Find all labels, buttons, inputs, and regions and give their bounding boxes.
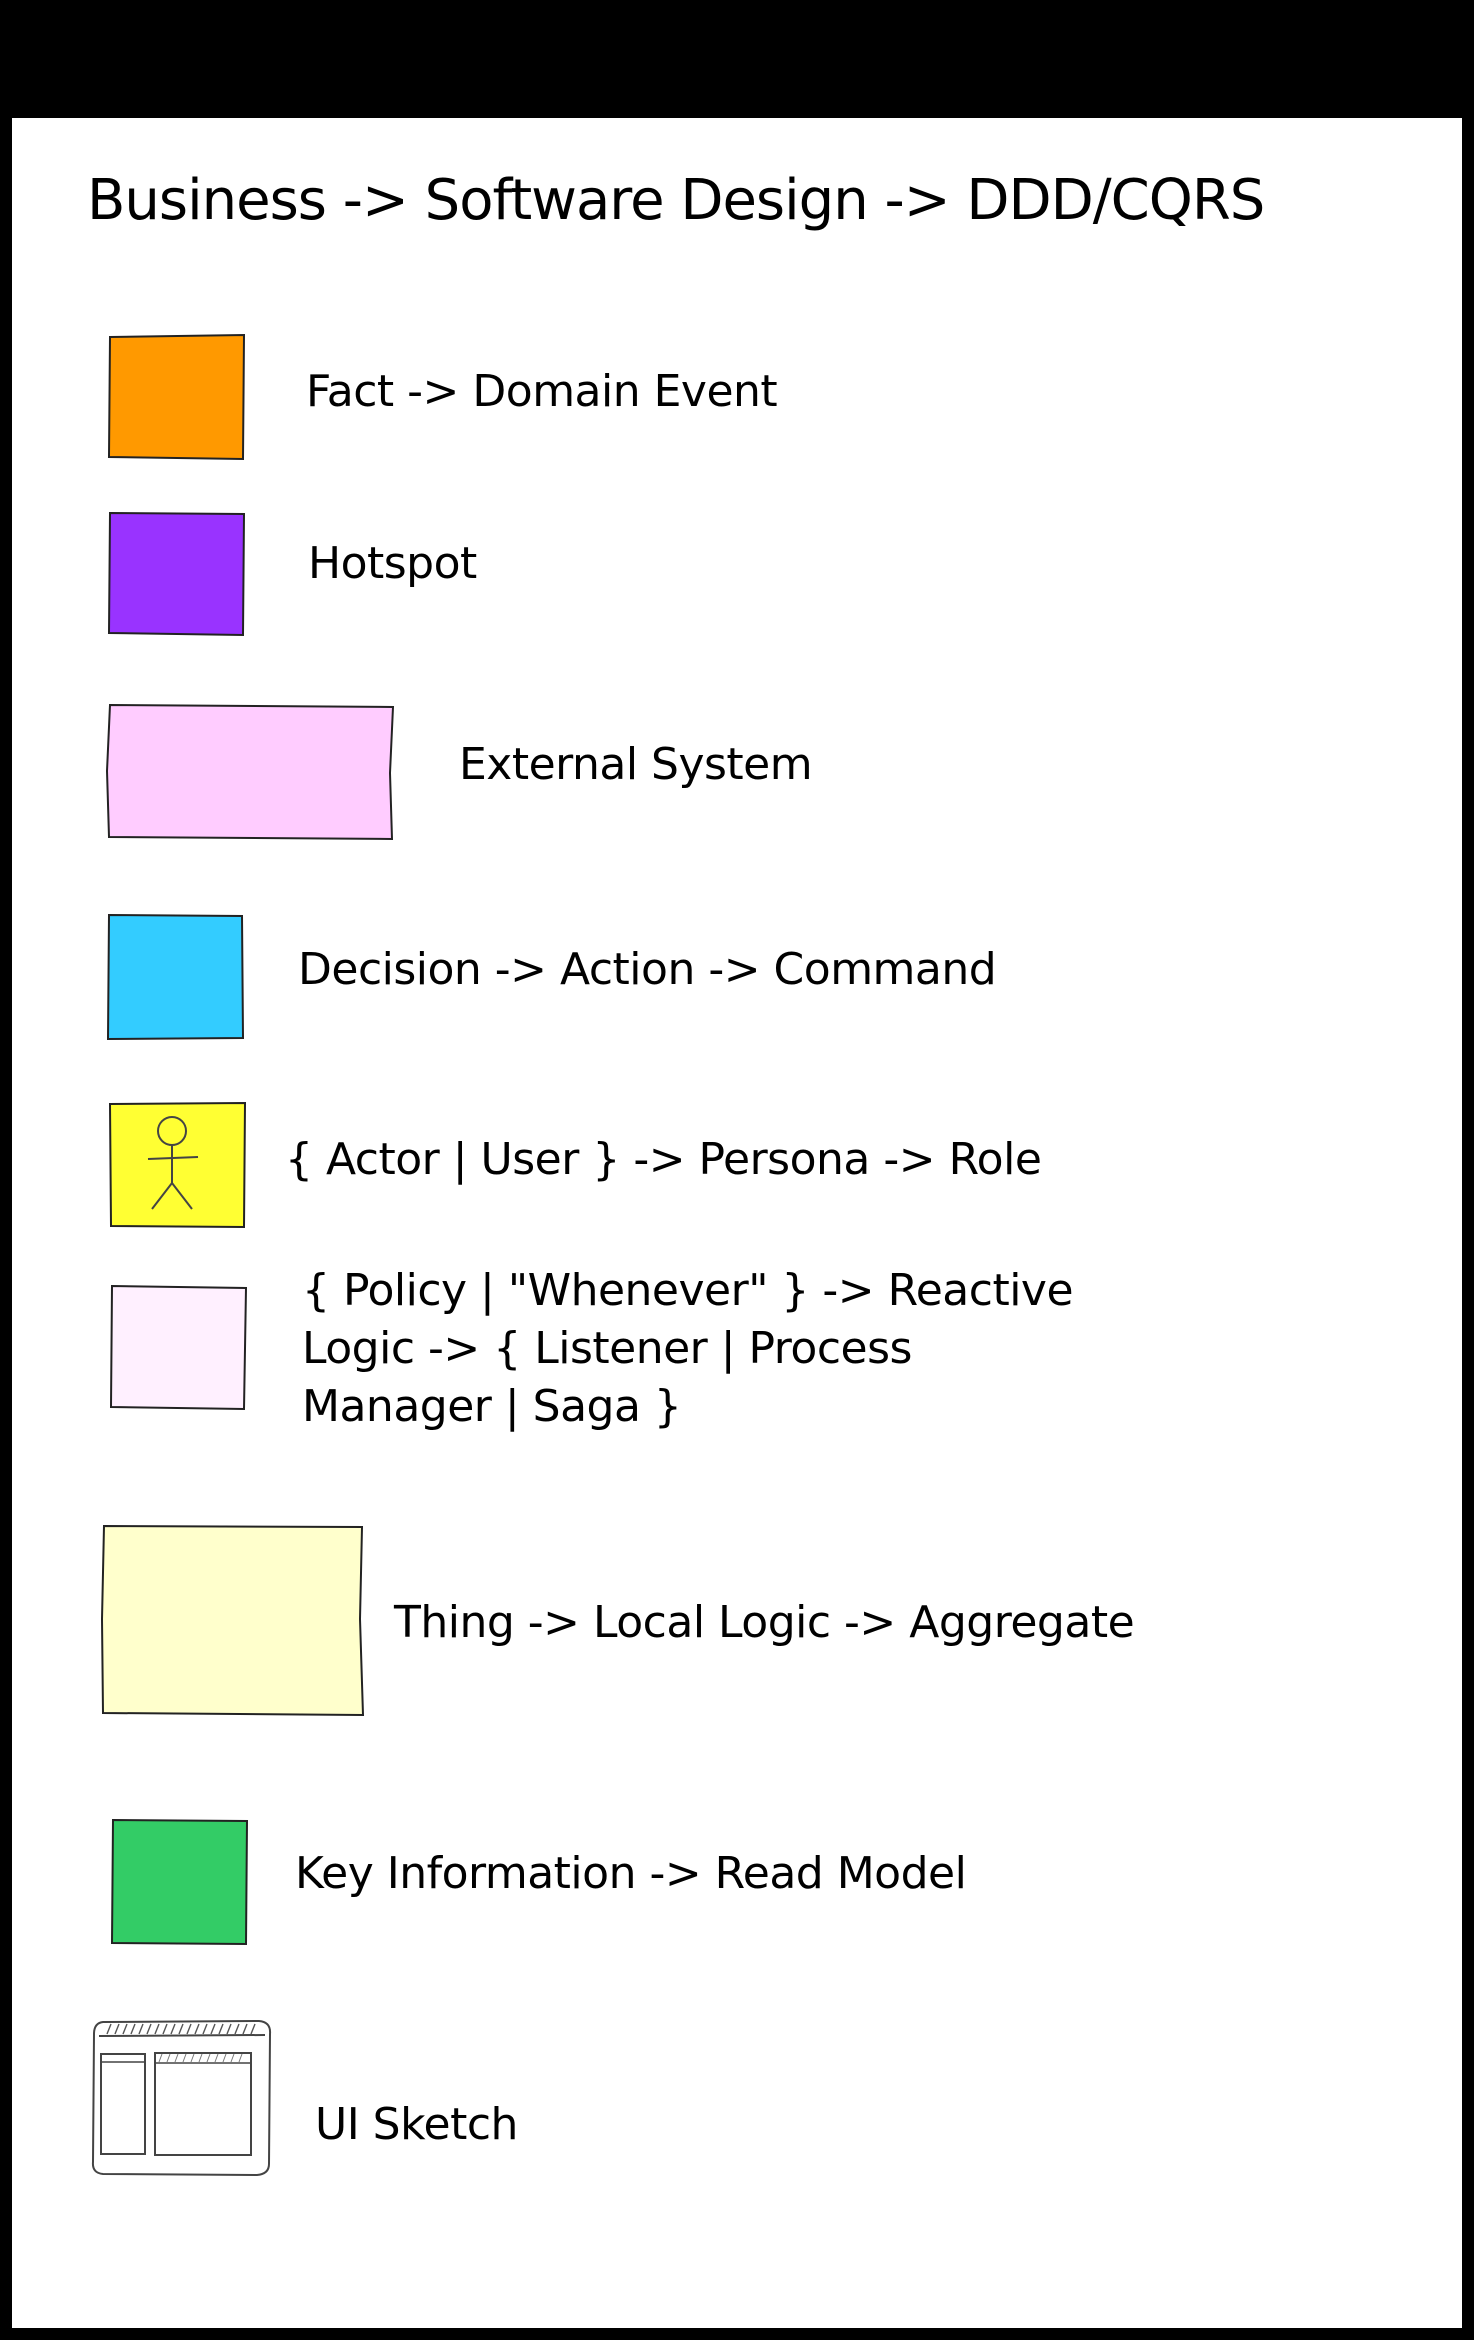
diagram-title: Business -> Software Design -> DDD/CQRS xyxy=(87,168,1265,233)
purple-sticky-note-icon xyxy=(107,510,247,638)
lavender-sticky-note-icon xyxy=(109,1283,249,1411)
legend-label: External System xyxy=(459,739,813,790)
legend-label: { Policy | "Whenever" } -> Reactive Logi… xyxy=(302,1265,1074,1432)
ui-sketch-icon xyxy=(89,2018,274,2178)
diagram-canvas: Business -> Software Design -> DDD/CQRS … xyxy=(12,118,1462,2328)
legend-label: Decision -> Action -> Command xyxy=(298,944,997,995)
stick-figure-sticky-note-icon xyxy=(108,1101,248,1229)
legend-label: Key Information -> Read Model xyxy=(295,1848,967,1899)
green-sticky-note-icon xyxy=(110,1818,250,1946)
pink-wide-sticky-note-icon xyxy=(105,703,395,843)
yellow-large-sticky-note-icon xyxy=(100,1523,365,1718)
legend-label: UI Sketch xyxy=(315,2099,518,2150)
orange-sticky-note-icon xyxy=(107,333,247,461)
legend-label: Hotspot xyxy=(308,538,477,589)
legend-label: { Actor | User } -> Persona -> Role xyxy=(285,1134,1042,1185)
legend-label: Thing -> Local Logic -> Aggregate xyxy=(394,1597,1135,1648)
legend-label: Fact -> Domain Event xyxy=(306,366,778,417)
blue-sticky-note-icon xyxy=(106,913,246,1041)
